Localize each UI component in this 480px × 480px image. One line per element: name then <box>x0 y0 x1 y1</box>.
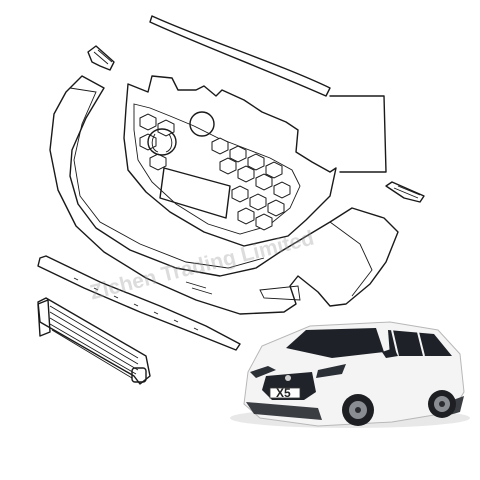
lower-lip-spoiler <box>37 255 241 351</box>
right-bracket <box>385 181 425 203</box>
suv-wheel-rear <box>428 390 456 418</box>
watermark: Zichen Trading Limited <box>88 226 317 304</box>
grille-logo-icon <box>147 128 177 156</box>
license-plate-mount <box>159 167 231 219</box>
suv-mirror <box>382 348 398 358</box>
suv-plate-text: X5 <box>276 386 291 400</box>
suv-wheel-front <box>342 394 374 426</box>
suv-photo: X5 <box>230 321 470 428</box>
bumper-top-trim-strip <box>149 15 331 97</box>
suv-plate <box>269 387 301 399</box>
left-bracket <box>87 45 115 71</box>
front-bumper-cover <box>49 75 399 315</box>
suv-headlight-left <box>250 366 276 378</box>
front-grille <box>123 75 387 247</box>
grille-honeycomb <box>139 113 291 231</box>
intercooler <box>37 297 151 385</box>
suv-headlight-right <box>316 364 346 378</box>
suv-windshield <box>286 328 384 358</box>
